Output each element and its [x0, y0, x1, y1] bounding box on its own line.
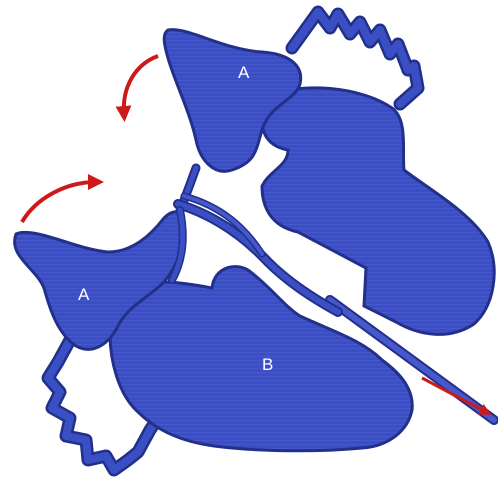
- curved-arrow-right-icon: [22, 182, 96, 222]
- label-part-c: C: [440, 356, 452, 373]
- label-part-b: B: [262, 356, 273, 373]
- part-a-upper: [164, 30, 300, 172]
- curved-arrow-down-icon: [124, 56, 158, 114]
- label-part-a-upper: A: [238, 64, 249, 81]
- label-part-a-lower: A: [78, 286, 89, 303]
- straight-arrow-icon: [422, 378, 486, 412]
- upper-body-piece: [262, 88, 494, 335]
